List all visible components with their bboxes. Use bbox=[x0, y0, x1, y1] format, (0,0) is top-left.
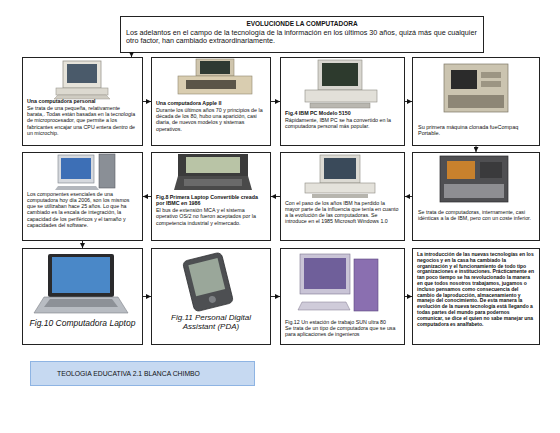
monitor-shape bbox=[320, 155, 360, 183]
box-heading: Fig.8 Primera Laptop Convertible creada … bbox=[156, 194, 266, 206]
box-text: Con el paso de los años IBM ha perdido l… bbox=[285, 200, 400, 225]
box-heading: Fig.4 IBM PC Modelo 5150 bbox=[285, 110, 400, 116]
pda-body-shape bbox=[182, 252, 233, 312]
screen-shape bbox=[200, 61, 230, 74]
flow-arrow bbox=[405, 196, 412, 197]
portable-case-shape bbox=[444, 64, 508, 112]
screen-shape bbox=[188, 258, 225, 296]
desktop-computer-picture bbox=[55, 154, 115, 190]
box-text: Se trata de un tipo de computadora que s… bbox=[285, 325, 400, 337]
flow-arrow bbox=[271, 196, 280, 197]
pda-picture bbox=[182, 252, 233, 312]
apple-ii-picture bbox=[178, 59, 252, 94]
box-text: Su primera máquina clonada fueCompaq Por… bbox=[418, 124, 534, 137]
flow-arrow bbox=[82, 241, 83, 248]
drive-shape bbox=[481, 72, 501, 78]
process-box: Fig.8 Primera Laptop Convertible creada … bbox=[151, 152, 271, 241]
box-heading: Fig.12 Un estación de trabajo SUN ultra … bbox=[285, 319, 400, 325]
screen-shape bbox=[67, 64, 97, 83]
system-unit-shape bbox=[305, 183, 375, 193]
box-text: Se trata de una pequeña, relativamente b… bbox=[27, 105, 138, 136]
process-box: Su primera máquina clonada fueCompaq Por… bbox=[412, 57, 540, 146]
figure-box: Fig.10 Computadora Laptop bbox=[22, 248, 143, 345]
screen-shape bbox=[447, 161, 475, 179]
box-text: Se trata de computadoras, internamente, … bbox=[418, 209, 534, 221]
monitor-shape bbox=[63, 61, 101, 88]
convertible-laptop-picture bbox=[174, 154, 252, 190]
box-text: Durante los últimos años 70 y principios… bbox=[156, 107, 266, 132]
screen-shape bbox=[451, 70, 477, 89]
drive-shape bbox=[481, 81, 501, 87]
keyboard-shape bbox=[186, 80, 236, 89]
box-heading: Una computadora personal bbox=[27, 98, 138, 104]
process-box: Con el paso de los años IBM ha perdido l… bbox=[280, 152, 405, 241]
box-text: Fig.10 Computadora Laptop bbox=[27, 319, 138, 329]
process-box: Una computadora personalSe trata de una … bbox=[22, 57, 143, 146]
flow-arrow bbox=[405, 296, 412, 297]
flow-arrow bbox=[271, 296, 280, 297]
system-unit-shape bbox=[305, 90, 377, 102]
keyboard-shape bbox=[44, 299, 118, 307]
footer-band: TEOLOGIA EDUCATIVA 2.1 BLANCA CHIMBO bbox=[30, 361, 255, 386]
box-text: TEOLOGIA EDUCATIVA 2.1 BLANCA CHIMBO bbox=[57, 370, 228, 378]
box-text: Fig.11 Personal Digital Assistant (PDA) bbox=[156, 313, 266, 332]
screen-shape bbox=[304, 258, 346, 289]
keyboard-shape bbox=[298, 302, 350, 310]
box-heading: EVOLUCIONDE LA COMPUTADORA bbox=[126, 20, 478, 28]
drive-shape bbox=[480, 162, 502, 178]
flow-arrow bbox=[405, 101, 412, 102]
workstation-picture bbox=[298, 254, 378, 311]
flow-arrow bbox=[143, 101, 151, 102]
process-box: La introducción de las nuevas tecnología… bbox=[412, 248, 540, 345]
keyboard-shape bbox=[444, 184, 504, 198]
flow-arrow bbox=[143, 296, 151, 297]
monitor-shape bbox=[300, 254, 350, 294]
process-box: Fig.4 IBM PC Modelo 5150Rápidamente, IBM… bbox=[280, 57, 405, 146]
button-shape bbox=[208, 295, 216, 303]
laptop-picture bbox=[34, 254, 128, 313]
box-text: Los componentes esenciales de una comput… bbox=[27, 191, 138, 228]
figure-box: Fig.12 Un estación de trabajo SUN ultra … bbox=[280, 248, 405, 345]
flow-arrow bbox=[143, 196, 151, 197]
computer-body-shape bbox=[178, 76, 252, 94]
process-box: Los componentes esenciales de una comput… bbox=[22, 152, 143, 241]
tower-shape bbox=[354, 259, 378, 311]
monitor-shape bbox=[58, 155, 94, 183]
tower-shape bbox=[99, 154, 115, 188]
box-text: La introducción de las nuevas tecnología… bbox=[417, 252, 535, 327]
monitor-shape bbox=[196, 59, 234, 76]
box-heading: Una computadora Apple II bbox=[156, 100, 266, 106]
screen-shape bbox=[61, 158, 91, 179]
laptop-lid-shape bbox=[48, 254, 114, 297]
compaq-portable-picture bbox=[444, 64, 508, 112]
flow-arrow bbox=[271, 101, 280, 102]
ibm-pc-picture bbox=[305, 60, 377, 108]
screen-shape bbox=[186, 157, 240, 173]
keyboard-shape bbox=[448, 95, 504, 108]
figure-box: Fig.11 Personal Digital Assistant (PDA) bbox=[151, 248, 271, 345]
ibm-ps2-picture bbox=[305, 155, 375, 198]
process-box: Una computadora Apple IIDurante los últi… bbox=[151, 57, 271, 146]
laptop-base-shape bbox=[34, 297, 128, 313]
portable-clone-picture bbox=[440, 156, 508, 202]
screen-shape bbox=[52, 257, 110, 293]
keyboard-shape bbox=[55, 186, 99, 190]
screen-shape bbox=[324, 158, 356, 179]
screen-shape bbox=[322, 63, 358, 86]
laptop-lid-shape bbox=[178, 154, 248, 176]
system-unit-shape bbox=[56, 88, 108, 95]
process-box: Se trata de computadoras, internamente, … bbox=[412, 152, 540, 241]
personal-computer-picture bbox=[54, 61, 110, 99]
portable-case-shape bbox=[440, 156, 508, 202]
laptop-base-shape bbox=[174, 176, 252, 190]
keyboard-shape bbox=[184, 179, 242, 186]
box-text: El bus de extensión MCA y el sistema ope… bbox=[156, 207, 266, 225]
box-text: Los adelantos en el campo de la tecnolog… bbox=[126, 29, 478, 46]
monitor-shape bbox=[318, 60, 362, 90]
keyboard-shape bbox=[312, 194, 368, 198]
box-text: Rápidamente, IBM PC se ha convertido en … bbox=[285, 117, 400, 129]
title-box: EVOLUCIONDE LA COMPUTADORALos adelantos … bbox=[120, 16, 484, 53]
keyboard-shape bbox=[310, 103, 370, 108]
